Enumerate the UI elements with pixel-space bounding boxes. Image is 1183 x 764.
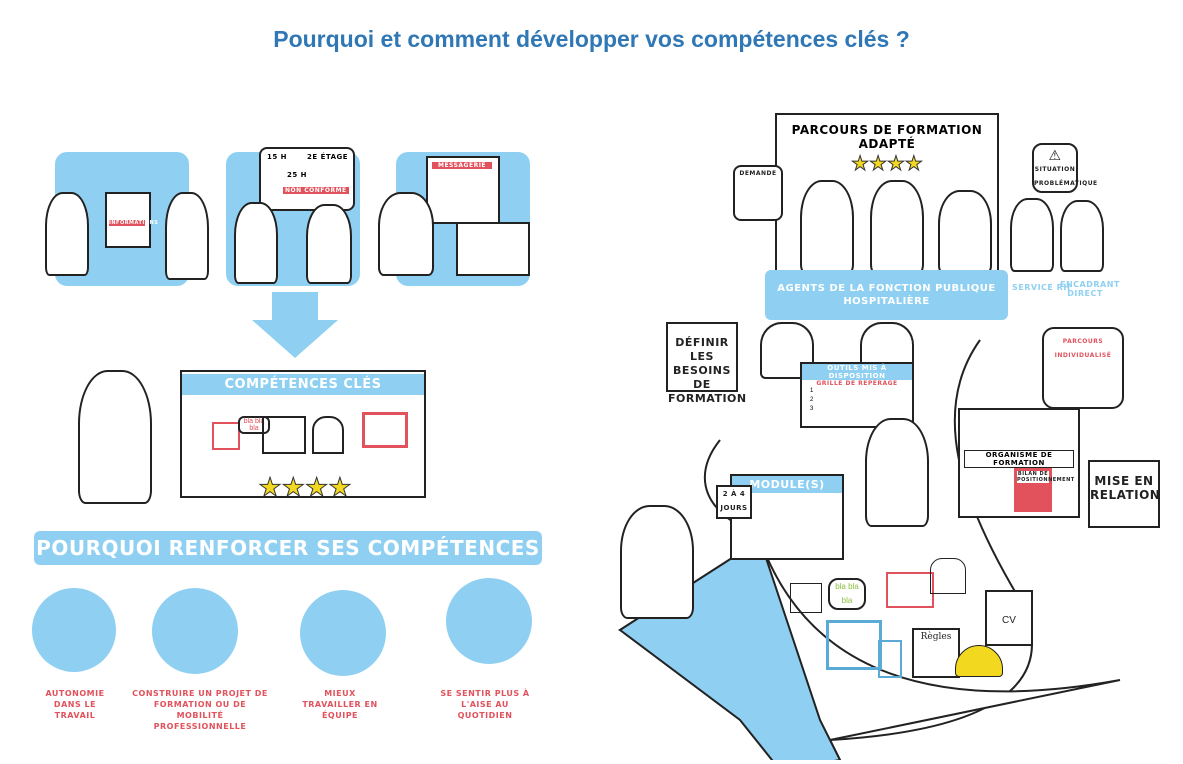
rating-stars: ★★★★ (851, 153, 924, 176)
head-gears-icon (930, 558, 966, 594)
happy-person-figure (620, 505, 694, 619)
reason-projet: Construire un projet de formation ou de … (132, 689, 268, 731)
organisme-building: Organisme de formation Bilan de position… (958, 408, 1080, 518)
service-rh-label: Service RH (1012, 283, 1071, 292)
reason-illustration (446, 578, 532, 664)
calendar-icon: 2 à 4 jours (716, 485, 752, 519)
situation-bubble: ⚠Situation problématique (1032, 143, 1097, 193)
reason-equipe: Mieux travailler en équipe (302, 689, 378, 720)
demande-bubble: Demande (733, 165, 783, 221)
head-gears-icon (312, 416, 344, 454)
panel-informations: Informations (45, 152, 209, 286)
person-figure (938, 190, 992, 274)
page-title: Pourquoi et comment développer vos compé… (273, 26, 910, 52)
agents-banner: Agents de la fonction publique hospitali… (765, 270, 1008, 320)
computer-icon (826, 620, 882, 670)
rating-stars: ★★★★ (258, 472, 352, 503)
parcours-bubble: Parcours individualisé (1042, 327, 1124, 409)
person-figure (378, 192, 434, 276)
regles-document: Règles (912, 628, 960, 678)
person-figure (870, 180, 924, 274)
tablet-icon (878, 640, 902, 678)
sign-definir: Définir les besoins de formation (666, 322, 746, 405)
person-figure (865, 418, 929, 527)
reason-autonomie: Autonomie dans le travail (45, 689, 105, 720)
person-figure (45, 192, 89, 276)
down-arrow-icon (252, 292, 338, 358)
speech-bubble: 15 h 2e étage 25 h Non conforme (259, 147, 355, 211)
nurse-figure (800, 180, 854, 274)
notepad-icon (212, 422, 240, 450)
bla-bubble: bla bla bla (828, 578, 866, 610)
calendar-icon (886, 572, 934, 608)
panel-consignes: 15 h 2e étage 25 h Non conforme (226, 147, 360, 286)
cv-document: CV (985, 590, 1033, 646)
speech-bubble: bla bla bla (238, 416, 270, 434)
why-banner: Pourquoi renforcer ses compétences clés … (34, 531, 542, 594)
encadrant-label: Encadrant direct (1060, 280, 1120, 298)
reason-illustration (300, 590, 386, 676)
computer-icon: Messagerie (426, 156, 500, 224)
doctor-figure (234, 202, 278, 284)
bilan-document: Bilan de positionnement (1014, 468, 1074, 512)
presenter-figure (78, 370, 152, 504)
warning-icon: ⚠ (1048, 148, 1062, 164)
computer-icon (362, 412, 408, 448)
note-icon (790, 583, 822, 613)
reason-illustration (32, 588, 116, 672)
outils-board: Outils mis à disposition Grille de repér… (800, 362, 914, 428)
panel-messagerie: Messagerie (378, 152, 530, 286)
sign-mise-en-relation: Mise en relation (1088, 460, 1160, 528)
person-figure (306, 204, 352, 284)
newspaper-icon: Informations (105, 192, 158, 248)
desk (456, 222, 530, 276)
map-icon (262, 416, 306, 454)
person-figure (165, 192, 209, 280)
reason-illustration (152, 588, 238, 674)
hr-figure (1010, 198, 1054, 272)
manager-figure (1060, 200, 1104, 272)
competences-board: Compétences clés bla bla bla ★★★★ (180, 370, 426, 503)
reason-quotidien: Se sentir plus à l'aise au quotidien (440, 689, 530, 720)
